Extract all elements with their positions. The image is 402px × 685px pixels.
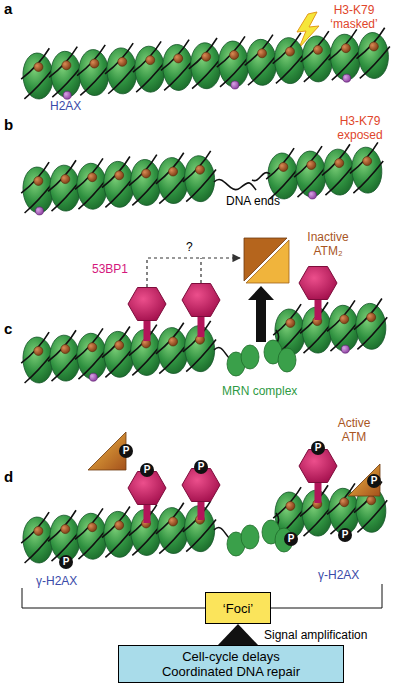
- panel-letter: b: [4, 118, 13, 132]
- node-text: P: [194, 460, 208, 474]
- activation-arrow: [248, 286, 274, 342]
- phosphate-circle: P: [194, 460, 208, 474]
- 53bp1-stem: [144, 503, 151, 523]
- inactive-atm-dimer: [244, 238, 289, 283]
- h2ax-dot: [89, 373, 98, 382]
- h2ax-dot: [63, 91, 71, 99]
- active-atm-monomer: [348, 464, 380, 496]
- histone-variant-label: H2AX: [50, 99, 81, 113]
- protein-label: MRN complex: [222, 384, 297, 398]
- histone-mark-label: H3-K79 ‘masked’: [318, 3, 390, 31]
- 53bp1-stem: [315, 298, 322, 320]
- chromatin-fiber: [19, 501, 218, 565]
- chromatin-fiber: [19, 321, 218, 387]
- phosphate-circle: P: [311, 441, 325, 455]
- chromatin-fiber: [19, 151, 218, 217]
- node-text: P: [59, 555, 73, 569]
- phosphate-circle: P: [140, 463, 154, 477]
- node-text: P: [140, 463, 154, 477]
- node-text: P: [119, 444, 133, 458]
- h2ax-dot: [35, 207, 44, 216]
- phosphate-circle: P: [119, 444, 133, 458]
- histone-variant-label: γ-H2AX: [318, 568, 359, 582]
- nucleosome: [355, 28, 392, 80]
- node-text: Cell-cycle delays Coordinated DNA repair: [156, 649, 306, 679]
- node-text: P: [284, 532, 298, 546]
- 53bp1-stem: [144, 319, 151, 341]
- nucleosome: [181, 501, 218, 553]
- mrn-complex: [227, 340, 296, 376]
- phosphate-circle: P: [338, 528, 352, 542]
- 53bp1-hexagon: [128, 288, 166, 321]
- histone-mark-label: H3-K79 exposed: [328, 114, 392, 142]
- node-text: P: [338, 528, 352, 542]
- protein-label: Active ATM: [330, 416, 378, 444]
- phosphate-circle: P: [59, 555, 73, 569]
- protein-label: 53BP1: [92, 262, 128, 276]
- outcome-box: Cell-cycle delays Coordinated DNA repair: [118, 645, 344, 683]
- nucleosome: [181, 151, 218, 203]
- dna-end: [252, 173, 270, 181]
- chromatin-fiber: [19, 28, 391, 102]
- chromatin-fiber: [264, 142, 385, 202]
- node-text: ‘Foci’: [223, 601, 253, 616]
- 53bp1-stem: [198, 315, 205, 337]
- nucleosome: [348, 142, 385, 194]
- h2ax-dot: [341, 345, 350, 354]
- phosphate-circle: P: [367, 474, 381, 488]
- h2ax-dot: [308, 191, 317, 200]
- h2ax-dot: [342, 74, 350, 82]
- nucleosome: [352, 298, 389, 350]
- 53bp1-stem: [315, 481, 322, 503]
- dashed-line: [200, 258, 201, 283]
- dashed-arrow: [147, 258, 240, 287]
- panel-letter: d: [4, 470, 13, 484]
- question-mark: ?: [186, 240, 193, 254]
- annotation-label: DNA ends: [226, 194, 280, 208]
- 53bp1-hexagon: [182, 284, 220, 317]
- edge-label: Signal amplification: [264, 628, 367, 642]
- foci-box: ‘Foci’: [205, 592, 271, 624]
- protein-label: Inactive ATM₂: [296, 230, 360, 258]
- amplification-wedge: [218, 624, 258, 645]
- bracket-line: [22, 588, 205, 608]
- bracket-line: [271, 584, 382, 608]
- histone-variant-label: γ-H2AX: [36, 574, 77, 588]
- h2ax-dot: [231, 81, 239, 89]
- dna-end: [214, 180, 256, 190]
- node-text: P: [367, 474, 381, 488]
- panel-letter: c: [4, 322, 12, 336]
- panel-letter: a: [4, 2, 12, 16]
- 53bp1-hexagon: [299, 267, 337, 300]
- 53bp1-stem: [198, 500, 205, 520]
- phosphate-circle: P: [284, 532, 298, 546]
- node-text: P: [311, 441, 325, 455]
